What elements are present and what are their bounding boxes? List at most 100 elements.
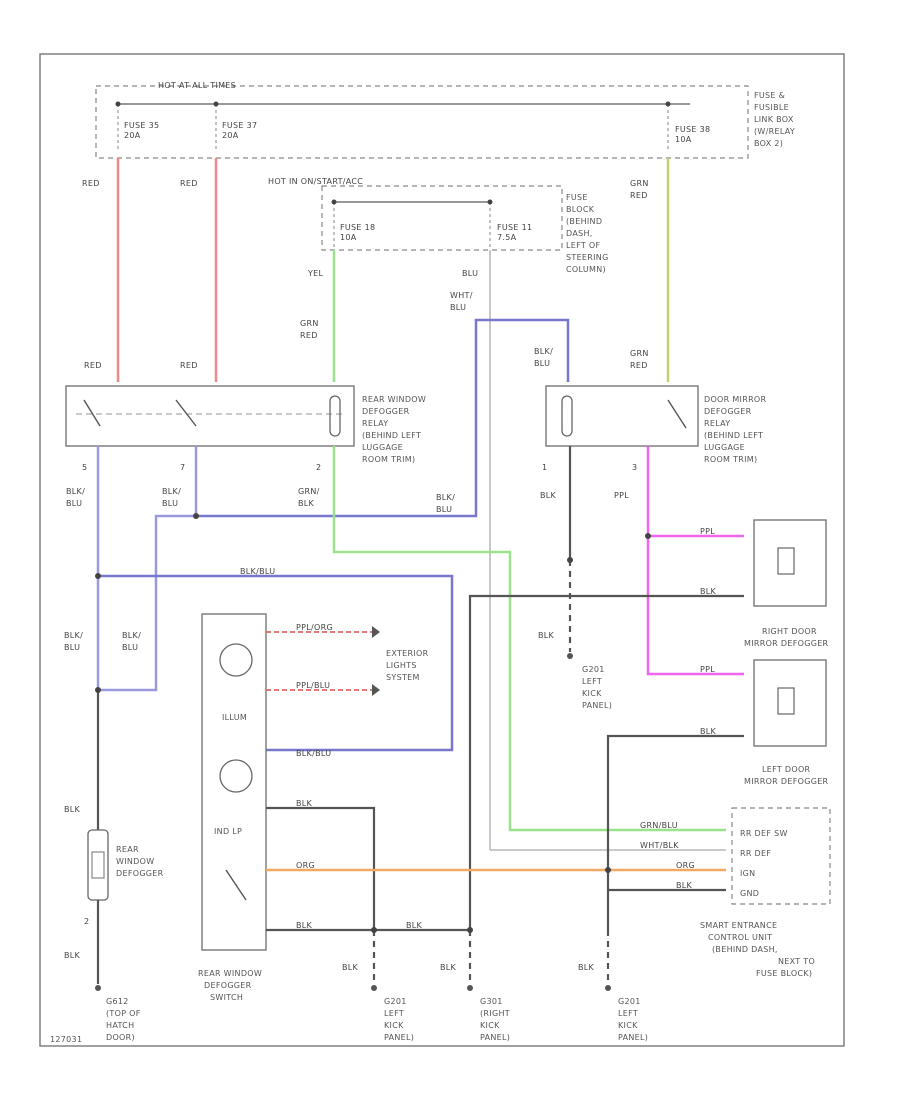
fuse-block-label-3: (BEHIND xyxy=(566,217,602,226)
wire-blue-relay-mid xyxy=(98,446,198,692)
fuse-11-label: FUSE 11 xyxy=(497,223,532,232)
smart-entrance-control-unit xyxy=(731,807,831,905)
wire-label-blk-13: BLK xyxy=(578,963,595,972)
fuse-box-label-4: (W/RELAY xyxy=(754,127,795,136)
fuse-38-amp: 10A xyxy=(675,135,692,144)
fuse-block-label-5: LEFT OF xyxy=(566,241,600,250)
wire-label-blk-5: BLK xyxy=(296,799,313,808)
g301-label-1: G301 xyxy=(480,997,503,1006)
g201-c-label-1: G201 xyxy=(618,997,641,1006)
smart-pin-1: RR DEF SW xyxy=(740,829,788,838)
fuse-37-label: FUSE 37 xyxy=(222,121,257,130)
pin-5: 5 xyxy=(82,463,87,472)
wire-label-grn-blk-2: GRN/BLU xyxy=(640,821,678,830)
wire-label-blk-8: BLK xyxy=(676,881,693,890)
wire-label-blk-blu-6b: BLU xyxy=(122,643,138,652)
wire-label-blk-9: BLK xyxy=(64,805,81,814)
wire-label-wht-blu-2: BLU xyxy=(450,303,466,312)
fuse-35-amp: 20A xyxy=(124,131,141,140)
g301-label-3: KICK xyxy=(480,1021,500,1030)
wire-label-ppl-2: PPL xyxy=(700,527,715,536)
fuse-block-label-2: BLOCK xyxy=(566,205,595,214)
rw-relay-label-6: ROOM TRIM) xyxy=(362,455,415,464)
wire-green-smart xyxy=(332,446,726,832)
wire-blk-right-mirror xyxy=(468,594,744,930)
dm-relay-label-3: RELAY xyxy=(704,419,731,428)
illum-bulb xyxy=(219,643,253,677)
wire-blue-main xyxy=(196,318,570,518)
dm-relay-label-6: ROOM TRIM) xyxy=(704,455,757,464)
switch-contact xyxy=(225,869,247,901)
ground-g201-a-label-2: LEFT xyxy=(582,677,602,686)
rw-switch-label-3: SWITCH xyxy=(210,993,243,1002)
wire-label-grn-red-1b: RED xyxy=(630,191,648,200)
rw-defogger-label-2: WINDOW xyxy=(116,857,154,866)
wire-label-blk-blu-5b: BLU xyxy=(64,643,80,652)
ground-g301 xyxy=(467,985,473,991)
ext-lights-label-2: LIGHTS xyxy=(386,661,417,670)
g301-label-4: PANEL) xyxy=(480,1033,510,1042)
g201-c-label-3: KICK xyxy=(618,1021,638,1030)
rw-switch-label-1: REAR WINDOW xyxy=(198,969,262,978)
ground-g201-a-label-4: PANEL) xyxy=(582,701,612,710)
wire-label-org-2: ORG xyxy=(676,861,695,870)
fuse-box-label-3: LINK BOX xyxy=(754,115,794,124)
wire-label-red-1: RED xyxy=(82,179,100,188)
g201-b-label-4: PANEL) xyxy=(384,1033,414,1042)
dm-relay-coil xyxy=(561,395,573,437)
wire-label-blk-blu-5: BLK/ xyxy=(64,631,83,640)
dm-relay-switch xyxy=(667,399,687,429)
wire-label-blk-blu-top-b: BLU xyxy=(534,359,550,368)
left-door-mirror-defogger xyxy=(753,659,827,747)
rw-defogger-label-3: DEFOGGER xyxy=(116,869,164,878)
illum-label: ILLUM xyxy=(222,713,247,722)
smart-pin-2: RR DEF xyxy=(740,849,771,858)
wire-label-grn-red-1: GRN xyxy=(630,179,649,188)
pin-3: 3 xyxy=(632,463,637,472)
fuse-box-outline xyxy=(95,85,749,159)
wire-label-blk-blu-2b: BLU xyxy=(66,499,82,508)
left-mirror-label-2: MIRROR DEFOGGER xyxy=(744,777,829,786)
rw-relay-label-2: DEFOGGER xyxy=(362,407,410,416)
g201-b-label-3: KICK xyxy=(384,1021,404,1030)
right-mirror-element xyxy=(777,547,795,575)
fuse-35-label: FUSE 35 xyxy=(124,121,159,130)
smart-label-3: (BEHIND DASH, xyxy=(712,945,778,954)
wire-label-grn-red-3b: RED xyxy=(300,331,318,340)
fuse-18-amp: 10A xyxy=(340,233,357,242)
dm-relay-label-1: DOOR MIRROR xyxy=(704,395,767,404)
wire-label-red-3: RED xyxy=(84,361,102,370)
splice-dots xyxy=(95,101,671,933)
rw-switch-label-2: DEFOGGER xyxy=(204,981,252,990)
fuse-11-amp: 7.5A xyxy=(497,233,517,242)
pin-2: 2 xyxy=(316,463,321,472)
wire-label-blk-11: BLK xyxy=(342,963,359,972)
smart-label-4: NEXT TO xyxy=(778,957,815,966)
wire-label-blk-2: BLK xyxy=(538,631,555,640)
dm-relay-label-2: DEFOGGER xyxy=(704,407,752,416)
smart-label-2: CONTROL UNIT xyxy=(708,933,772,942)
wire-label-ppl-3: PPL xyxy=(700,665,715,674)
wire-label-blk-3: BLK xyxy=(700,587,717,596)
wire-blue-horizontal xyxy=(98,574,454,752)
fuse-37-amp: 20A xyxy=(222,131,239,140)
wire-label-blu-top: BLU xyxy=(462,269,478,278)
wire-blk-left-mirror xyxy=(606,734,744,930)
ground-g201-a-label-1: G201 xyxy=(582,665,605,674)
door-mirror-defogger-relay xyxy=(545,385,699,447)
smart-pin-3: IGN xyxy=(740,869,755,878)
g201-b-label-2: LEFT xyxy=(384,1009,404,1018)
rw-relay-label-3: RELAY xyxy=(362,419,389,428)
wire-label-grn-red-2: GRN xyxy=(630,349,649,358)
diagram-code: 127031 xyxy=(50,1035,82,1044)
wire-label-org-1: ORG xyxy=(296,861,315,870)
wire-label-blk-10: BLK xyxy=(64,951,81,960)
wire-label-ppl-1: PPL xyxy=(614,491,629,500)
g301-label-2: (RIGHT xyxy=(480,1009,510,1018)
wire-label-blk-1: BLK xyxy=(540,491,557,500)
wire-label-blk-blu-6: BLK/ xyxy=(122,631,141,640)
ground-g612 xyxy=(95,985,101,991)
left-mirror-label-1: LEFT DOOR xyxy=(762,765,811,774)
hot-in-on-label: HOT IN ON/START/ACC xyxy=(268,177,363,186)
